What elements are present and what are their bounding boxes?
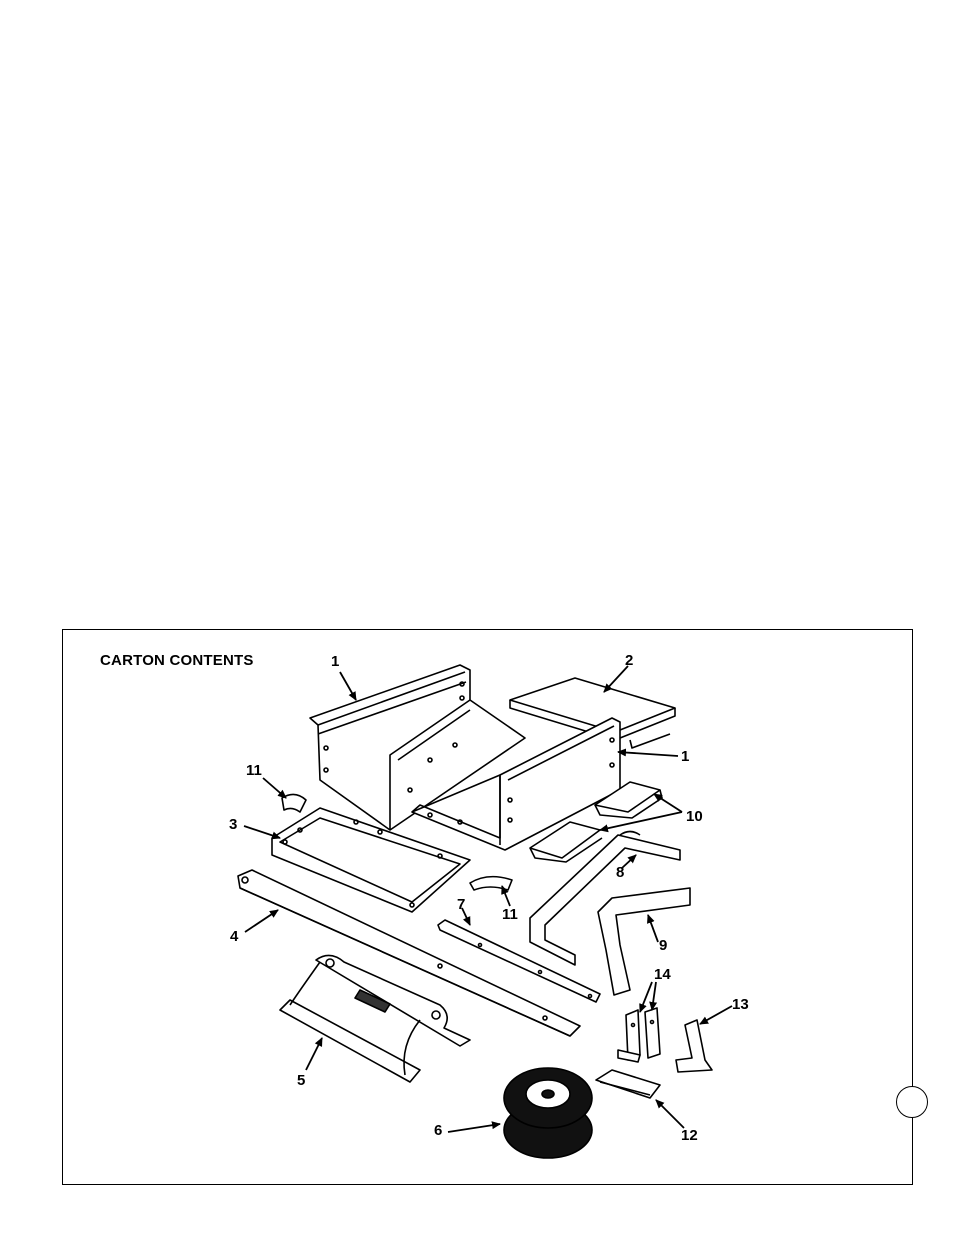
callout-9: 9 — [659, 937, 667, 954]
callout-10: 10 — [686, 808, 703, 825]
callout-13: 13 — [732, 996, 749, 1013]
callout-14: 14 — [654, 966, 671, 983]
callout-3: 3 — [229, 816, 237, 833]
part-1-side-panel-left — [310, 665, 525, 830]
margin-circle-mark — [896, 1086, 928, 1118]
callout-7: 7 — [457, 896, 465, 913]
callout-2: 2 — [625, 652, 633, 669]
callout-12: 12 — [681, 1127, 698, 1144]
callout-5: 5 — [297, 1072, 305, 1089]
callout-11b: 11 — [502, 906, 518, 923]
callout-4: 4 — [230, 928, 238, 945]
callout-11a: 11 — [246, 762, 262, 779]
callout-1a: 1 — [331, 653, 339, 670]
callout-1b: 1 — [681, 748, 689, 765]
callout-8: 8 — [616, 864, 624, 881]
part-13-bracket — [676, 1020, 712, 1072]
callout-6: 6 — [434, 1122, 442, 1139]
figure-title: CARTON CONTENTS — [100, 652, 254, 669]
part-9-bracket — [598, 888, 690, 995]
part-14-brackets — [618, 1008, 660, 1062]
part-12-bracket — [596, 1070, 660, 1098]
part-6-wheels — [504, 1068, 592, 1158]
